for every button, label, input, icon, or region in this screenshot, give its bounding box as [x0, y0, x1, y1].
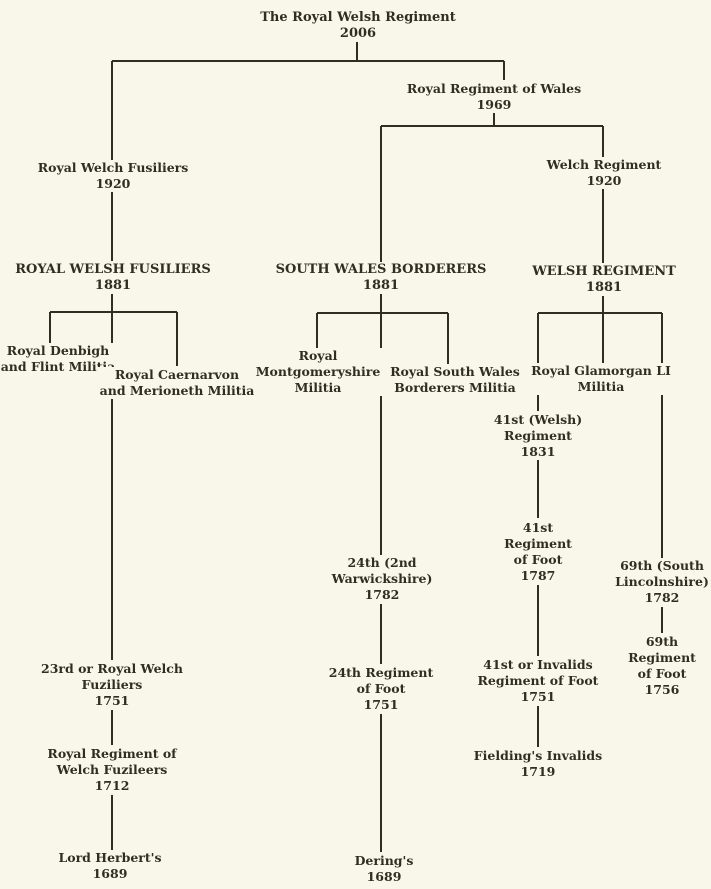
- node-41st-invalids-regiment: 41st or Invalids Regiment of Foot 1751: [475, 657, 601, 705]
- node-69th-south-lincolnshire: 69th (South Lincolnshire) 1782: [613, 558, 711, 606]
- node-royal-denbigh-flint-militia: Royal Denbigh and Flint Militia: [0, 343, 118, 375]
- node-royal-glamorgan-li-militia: Royal Glamorgan LI Militia: [529, 363, 673, 395]
- node-lord-herberts: Lord Herbert's 1689: [56, 850, 164, 882]
- node-24th-regiment-of-foot: 24th Regiment of Foot 1751: [326, 665, 436, 713]
- node-41st-regiment-of-foot: 41st Regiment of Foot 1787: [502, 520, 574, 584]
- node-south-wales-borderers-1881: SOUTH WALES BORDERERS 1881: [273, 262, 489, 294]
- node-24th-2nd-warwickshire: 24th (2nd Warwickshire) 1782: [329, 555, 435, 603]
- node-royal-montgomeryshire-militia: Royal Montgomeryshire Militia: [253, 348, 383, 396]
- node-69th-regiment-of-foot: 69th Regiment of Foot 1756: [626, 634, 698, 698]
- node-derings: Dering's 1689: [352, 853, 416, 885]
- node-fieldings-invalids: Fielding's Invalids 1719: [471, 748, 605, 780]
- node-royal-welch-fusiliers-1920: Royal Welch Fusiliers 1920: [35, 160, 191, 192]
- node-welch-regiment-1920: Welch Regiment 1920: [544, 157, 664, 189]
- node-royal-caernarvon-merioneth-militia: Royal Caernarvon and Merioneth Militia: [97, 367, 257, 399]
- node-royal-south-wales-borderers-militia: Royal South Wales Borderers Militia: [388, 364, 522, 396]
- node-royal-welsh-fusiliers-1881: ROYAL WELSH FUSILIERS 1881: [13, 262, 213, 294]
- node-royal-regiment-welch-fuzileers: Royal Regiment of Welch Fuzileers 1712: [45, 746, 179, 794]
- node-41st-welsh-regiment: 41st (Welsh) Regiment 1831: [491, 412, 585, 460]
- node-royal-regiment-of-wales: Royal Regiment of Wales 1969: [404, 81, 584, 113]
- node-23rd-royal-welch-fuziliers: 23rd or Royal Welch Fuziliers 1751: [39, 661, 185, 709]
- node-welsh-regiment-1881: WELSH REGIMENT 1881: [530, 264, 678, 296]
- node-royal-welsh-regiment: The Royal Welsh Regiment 2006: [258, 10, 458, 42]
